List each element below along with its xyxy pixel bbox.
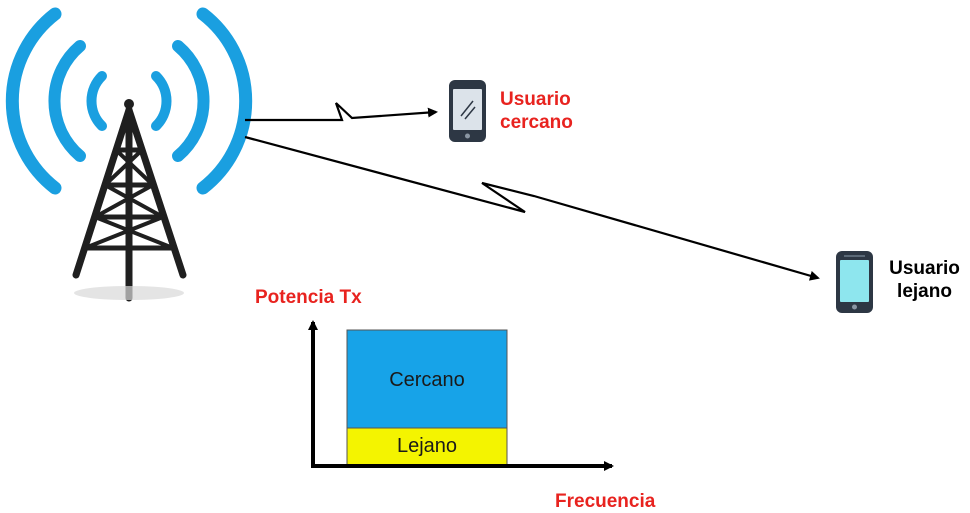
near-user-label: Usuario cercano: [500, 89, 573, 133]
near-band-label: Cercano: [389, 369, 465, 391]
near-user-link: [245, 102, 438, 122]
x-axis-label: Frecuencia: [555, 491, 656, 512]
power-frequency-chart: [308, 320, 614, 471]
far-user-smartphone-icon: [836, 251, 873, 313]
far-user-label: Usuario lejano: [889, 258, 960, 302]
far-band-label: Lejano: [396, 435, 458, 457]
cell-tower-icon: [5, 7, 253, 302]
near-user-smartphone-icon: [449, 80, 486, 142]
far-user-link: [244, 135, 820, 281]
near-user-power-band: [346, 329, 508, 429]
y-axis-label: Potencia Tx: [255, 287, 362, 308]
